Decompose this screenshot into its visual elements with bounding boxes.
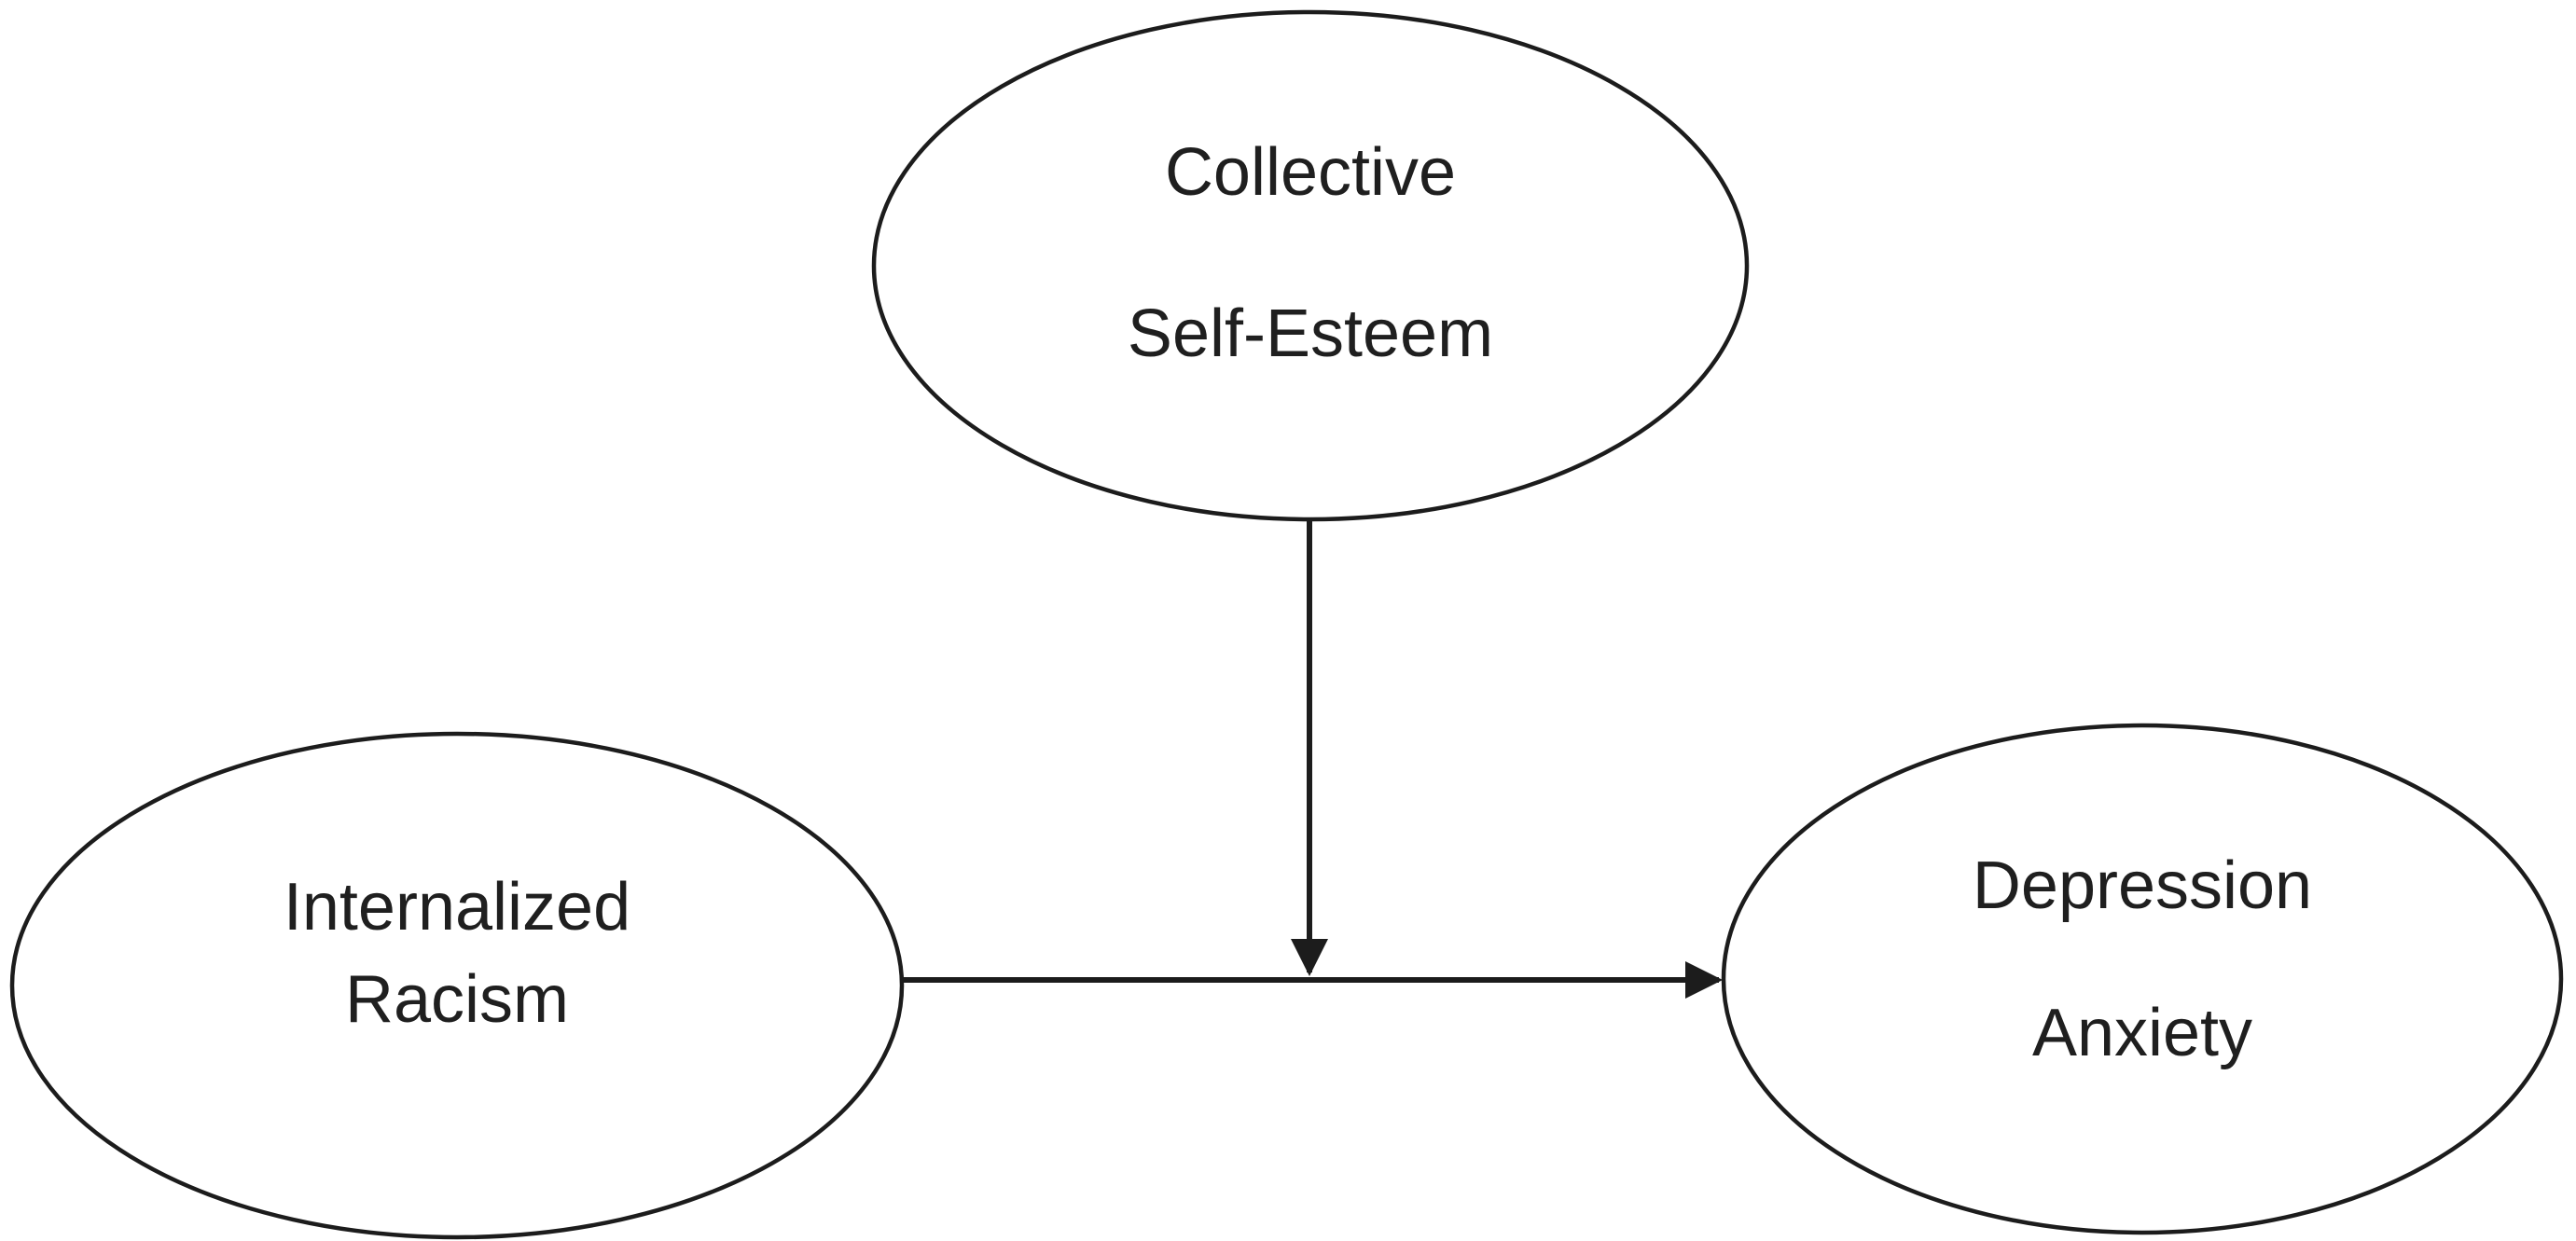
node-depression-anxiety-label-line-2: Anxiety bbox=[2032, 996, 2252, 1070]
node-depression-anxiety-label-line-1: Depression bbox=[1973, 848, 2312, 923]
node-internalized-racism-label-line-1: Internalized bbox=[284, 870, 630, 945]
node-collective-self-esteem-shape bbox=[871, 9, 1750, 522]
node-depression-anxiety-shape bbox=[1721, 723, 2564, 1235]
node-internalized-racism-label-line-2: Racism bbox=[345, 962, 569, 1037]
node-collective-self-esteem-label-line-1: Collective bbox=[1165, 135, 1456, 210]
node-internalized-racism-shape bbox=[9, 731, 905, 1240]
node-collective-self-esteem-label-line-2: Self-Esteem bbox=[1128, 296, 1493, 371]
